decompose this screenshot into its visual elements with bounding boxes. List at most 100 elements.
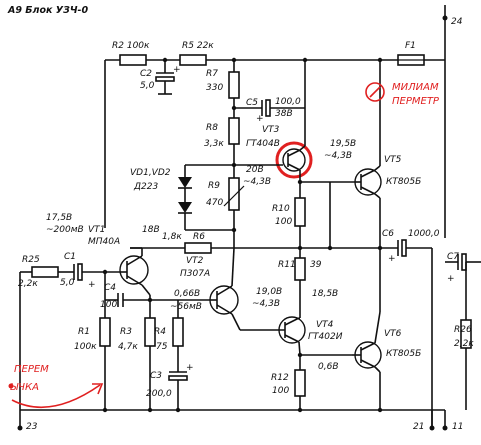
wire <box>231 247 235 287</box>
r9-value: 470 <box>206 198 223 208</box>
vt6-collector <box>360 342 376 351</box>
vt1-label: VT1 <box>88 225 105 235</box>
vt1-collector-voltage: 18В <box>142 225 160 235</box>
vt4-emitter <box>284 317 300 326</box>
c2-label: C2 <box>140 69 152 79</box>
vt2-voltage-2: ~56мВ <box>170 302 202 312</box>
c4-value: 100 <box>100 300 117 310</box>
resistor-r2 <box>119 54 147 66</box>
r25-label: R25 <box>22 255 40 265</box>
terminal-24-dot <box>442 15 448 21</box>
vt2-emitter <box>216 304 233 315</box>
r4-value: 75 <box>156 342 168 352</box>
jumper-note-line2: ЫЧКА <box>10 382 39 393</box>
wire <box>231 313 241 331</box>
wire <box>374 165 381 171</box>
r4-label: R4 <box>154 327 166 337</box>
vt5-type: КТ805Б <box>386 177 421 187</box>
r5-label: R5 22к <box>182 41 214 51</box>
milliammeter-needle <box>369 86 381 98</box>
c2-value: 5,0 <box>140 81 155 91</box>
diode-vd2 <box>178 202 192 213</box>
vt3-label: VT3 <box>262 125 280 135</box>
vt3-type: ГТ404В <box>246 139 280 149</box>
resistor-r25 <box>31 266 59 278</box>
jumper-note-arrow <box>11 384 101 408</box>
c5-voltage: 38В <box>275 109 293 119</box>
terminal-11-dot <box>442 425 448 431</box>
vt5-collector <box>360 169 376 178</box>
r6-label: R6 <box>193 232 205 242</box>
c7-label: C7 <box>447 252 459 262</box>
block-title: А9 Блок УЗЧ-0 <box>7 5 88 16</box>
terminal-21-dot <box>429 425 435 431</box>
wire <box>374 193 381 199</box>
wire <box>374 366 381 373</box>
capacitor-c2-plate <box>155 76 175 82</box>
vt1-collector <box>126 255 143 266</box>
c1-value: 5,0 <box>60 278 75 288</box>
resistor-r4 <box>172 317 184 347</box>
resistor-r12 <box>294 369 306 397</box>
vt3-collector <box>287 149 301 157</box>
c5-label: C5 <box>246 98 258 108</box>
c2-plus: + <box>173 65 181 75</box>
jumper-note-arrowhead <box>92 383 104 395</box>
vt3-voltage-2: ~4,3В <box>324 151 352 161</box>
vt3-transistor-body <box>282 148 306 172</box>
r12-value: 100 <box>272 386 289 396</box>
terminal-23-dot <box>17 425 23 431</box>
wire <box>141 284 151 296</box>
vt2-label: VT2 <box>186 256 204 266</box>
c5-plus: + <box>256 114 264 124</box>
vt6-emitter <box>360 359 376 368</box>
vt4-type: ГТ402И <box>308 332 343 342</box>
r6-current: 1,8к <box>162 232 182 242</box>
resistor-r9 <box>228 177 240 211</box>
wire <box>374 311 381 344</box>
r2-label: R2 100к <box>112 41 150 51</box>
milliammeter-note-line2: ПЕРМЕТР <box>392 96 440 107</box>
resistor-r10 <box>294 197 306 227</box>
r10-value: 100 <box>275 217 292 227</box>
c4-label: C4 <box>104 283 116 293</box>
vt3-highlight-circle <box>275 141 313 179</box>
junction-dot <box>297 179 303 185</box>
vt2-voltage-1: 0,66В <box>174 289 200 299</box>
junction-dot <box>377 407 383 413</box>
vt5-label: VT5 <box>384 155 402 165</box>
c1-label: C1 <box>64 252 76 262</box>
r1-label: R1 <box>78 327 90 337</box>
r9-voltage-1: 20В <box>246 165 264 175</box>
r10-label: R10 <box>272 204 290 214</box>
terminal-21-label: 21 <box>413 422 424 432</box>
vt1-voltage-1: 17,5В <box>46 213 72 223</box>
vt1-type: МП40А <box>88 237 120 247</box>
r26-label: R26 <box>454 325 472 335</box>
capacitor-c6-plate <box>401 239 407 257</box>
jumper-note-dot <box>8 383 14 389</box>
resistor-r1 <box>99 317 111 347</box>
wire <box>299 145 306 151</box>
junction-dot <box>377 245 383 251</box>
junction-dot <box>297 407 303 413</box>
diodes-label: VD1,VD2 <box>130 168 171 178</box>
resistor-r8 <box>228 117 240 145</box>
jumper-note-line1: ПЕРЕМ <box>14 364 49 375</box>
vt2-type: П307А <box>180 269 210 279</box>
milliammeter-symbol <box>365 82 385 102</box>
r1-value: 100к <box>74 342 97 352</box>
r7-value: 330 <box>206 83 223 93</box>
r9-label: R9 <box>208 181 220 191</box>
r3-label: R3 <box>120 327 132 337</box>
r3-value: 4,7к <box>118 342 138 352</box>
vt3-emitter <box>287 163 301 171</box>
r11-value: 39 <box>310 260 322 270</box>
r9-voltage-2: ~4,3В <box>243 177 271 187</box>
vt4-label: VT4 <box>316 320 334 330</box>
f1-label: F1 <box>405 41 416 51</box>
diode-vd1 <box>178 177 192 188</box>
vt5-emitter <box>360 186 376 195</box>
